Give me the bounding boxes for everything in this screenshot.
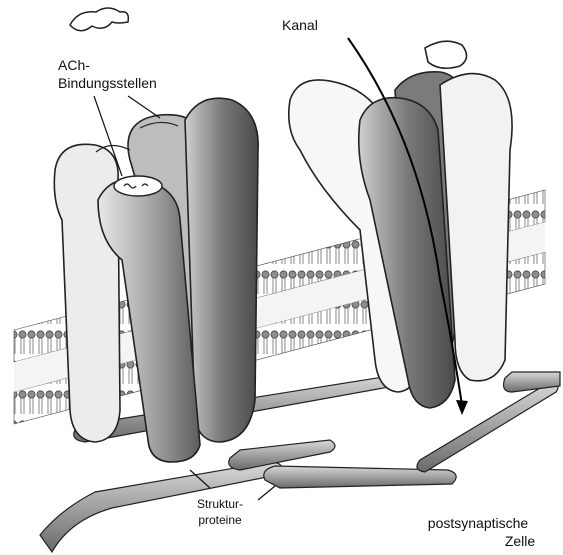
zelle-label-line2: Zelle: [505, 533, 536, 549]
struktur-label-line1: Struktur-: [197, 497, 243, 511]
right-channel-protein: [289, 41, 512, 408]
kanal-label: Kanal: [282, 17, 318, 33]
ach-label-line2: Bindungsstellen: [58, 75, 157, 91]
left-receptor-protein: [54, 98, 258, 462]
ach-label-line1: ACh-: [58, 57, 90, 73]
struktur-label-line2: proteine: [198, 513, 242, 527]
loose-subunit-sketch: [70, 8, 128, 31]
zelle-label-line1: postsynaptische: [428, 515, 529, 531]
